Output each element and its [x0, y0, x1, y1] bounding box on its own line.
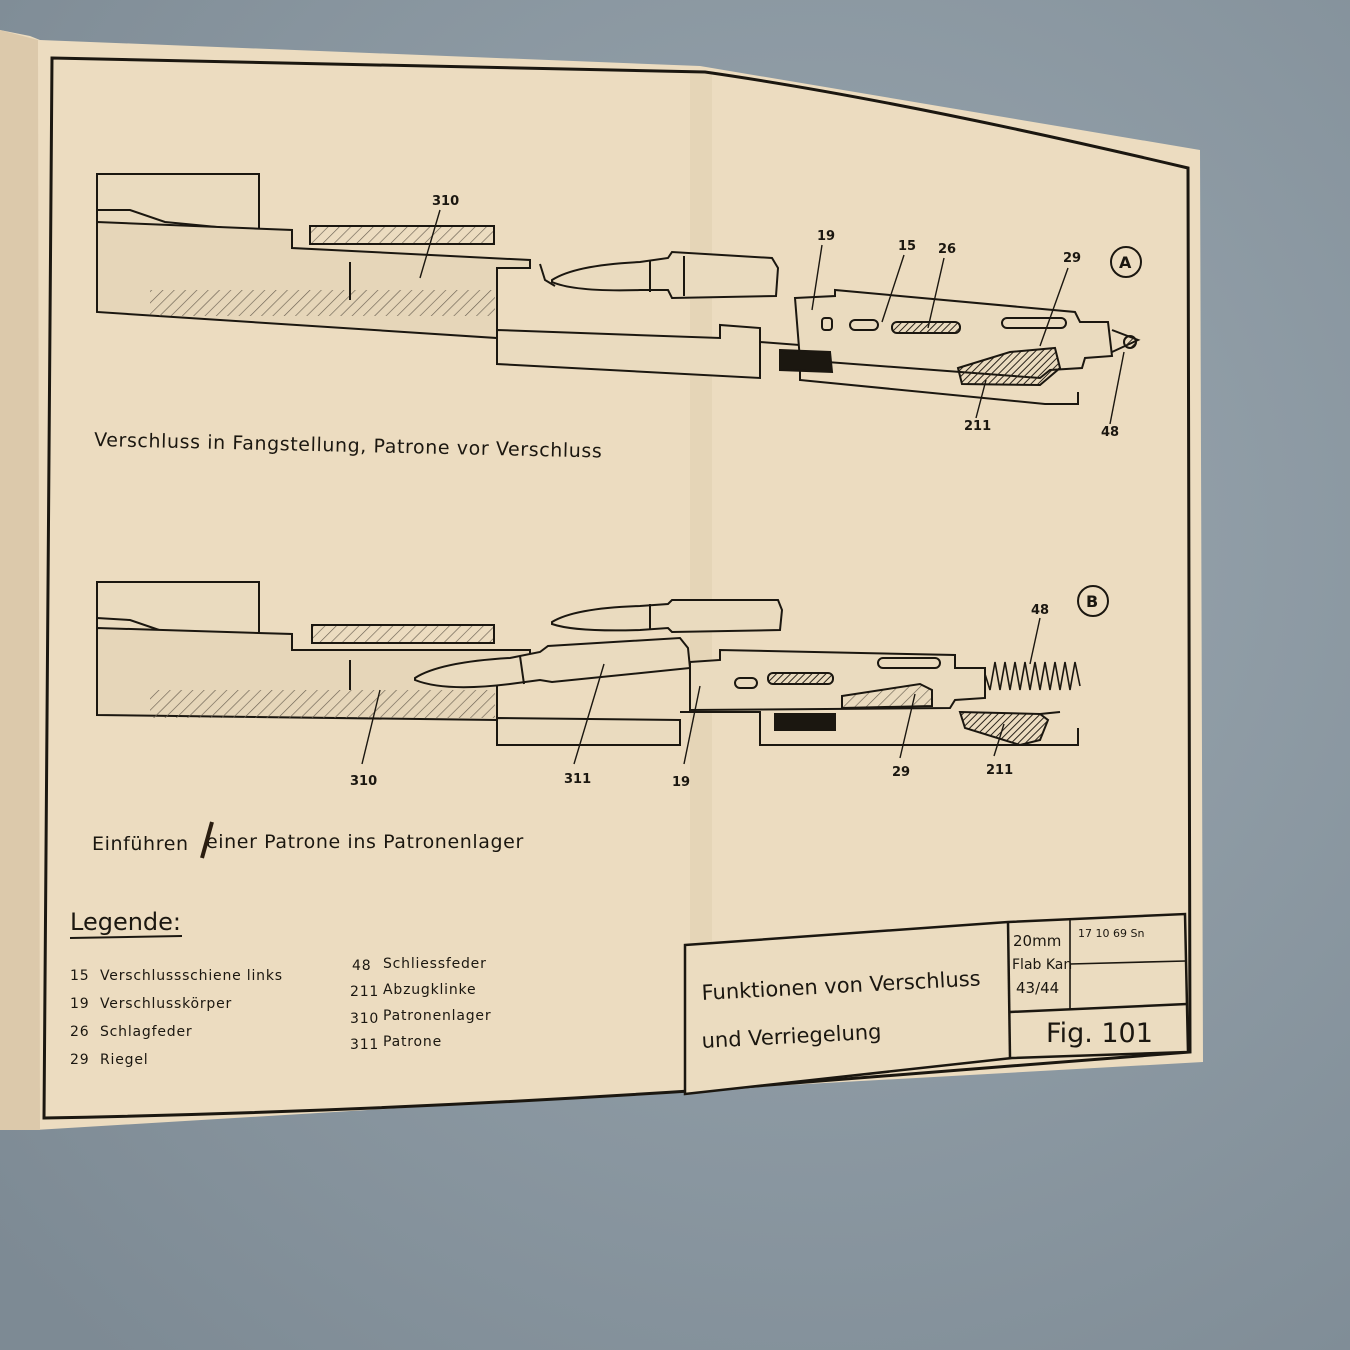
bolt-body-b: [689, 648, 986, 712]
chamber-310-a: [309, 225, 495, 245]
legend-item-text: Patrone: [383, 1034, 442, 1050]
label-a-310: 310: [432, 194, 459, 209]
legend-item-text: Schliessfeder: [383, 956, 487, 972]
legend-item-num: 19: [70, 996, 89, 1012]
label-b-29: 29: [892, 765, 910, 780]
drawing-date: 17 10 69 Sn: [1078, 927, 1144, 940]
diagram-b: [96, 581, 1109, 765]
caption-b-part2: einer Patrone ins Patronenlager: [206, 831, 524, 853]
legend-item-text: Verschlusskörper: [100, 996, 232, 1012]
marker-a: A: [1119, 253, 1132, 272]
diagram-a: [96, 173, 1142, 425]
weapon-line2: Flab Kan: [1012, 957, 1072, 973]
label-a-48: 48: [1101, 425, 1119, 440]
cartridge-311-b: [414, 636, 692, 689]
legend-column-1: 15 Verschlussschiene links 19 Verschluss…: [70, 968, 283, 1068]
marker-b: B: [1086, 592, 1098, 611]
label-a-19: 19: [817, 229, 835, 244]
legend-item-num: 26: [70, 1024, 89, 1040]
legend-item-num: 29: [70, 1052, 89, 1068]
label-b-311: 311: [564, 772, 591, 787]
bolt-lock-29-b: [841, 682, 933, 710]
marker-a-circle: [1110, 246, 1142, 278]
legend-column-2: 48 Schliessfeder 211 Abzugklinke 310 Pat…: [350, 956, 491, 1053]
cartridge-a: [551, 250, 780, 300]
title-block: [683, 912, 1190, 1096]
label-a-26: 26: [938, 242, 956, 257]
label-a-29: 29: [1063, 251, 1081, 266]
legend-item-num: 310: [350, 1011, 379, 1027]
legend-item-text: Patronenlager: [383, 1008, 491, 1024]
label-b-211: 211: [986, 763, 1013, 778]
legend-item-text: Verschlussschiene links: [100, 968, 283, 984]
label-b-310: 310: [350, 774, 377, 789]
legend-item-text: Riegel: [100, 1052, 148, 1068]
legend-item-text: Abzugklinke: [383, 982, 476, 998]
closing-spring-48-b: [984, 661, 1081, 691]
pen-mark: [200, 821, 214, 859]
weapon-line1: 20mm: [1013, 932, 1061, 950]
marker-b-circle: [1077, 585, 1109, 617]
latch-19-b: [774, 713, 836, 731]
label-b-19: 19: [672, 775, 690, 790]
cartridge-next-b: [551, 599, 784, 634]
label-b-48: 48: [1031, 603, 1049, 618]
latch-19-a: [779, 348, 834, 374]
label-a-15: 15: [898, 239, 916, 254]
legend-heading: Legende:: [70, 908, 181, 936]
figure-number: Fig. 101: [1046, 1018, 1153, 1049]
trigger-pawl-211-a: [956, 346, 1062, 387]
caption-b-part1: Einführen: [92, 833, 189, 855]
legend-item-num: 311: [350, 1037, 379, 1053]
legend-item-num: 15: [70, 968, 89, 984]
legend-item-num: 48: [352, 958, 371, 974]
chamber-310-b: [311, 624, 495, 644]
legend: Legende: 15 Verschlussschiene links 19 V…: [69, 908, 491, 1068]
diagram-b-labels: 310 311 19 29 211 48 B Einführen einer P…: [92, 592, 1098, 859]
legend-item-num: 211: [350, 984, 379, 1000]
legend-item-text: Schlagfeder: [100, 1024, 192, 1040]
label-a-211: 211: [964, 419, 991, 434]
weapon-line3: 43/44: [1016, 979, 1059, 997]
